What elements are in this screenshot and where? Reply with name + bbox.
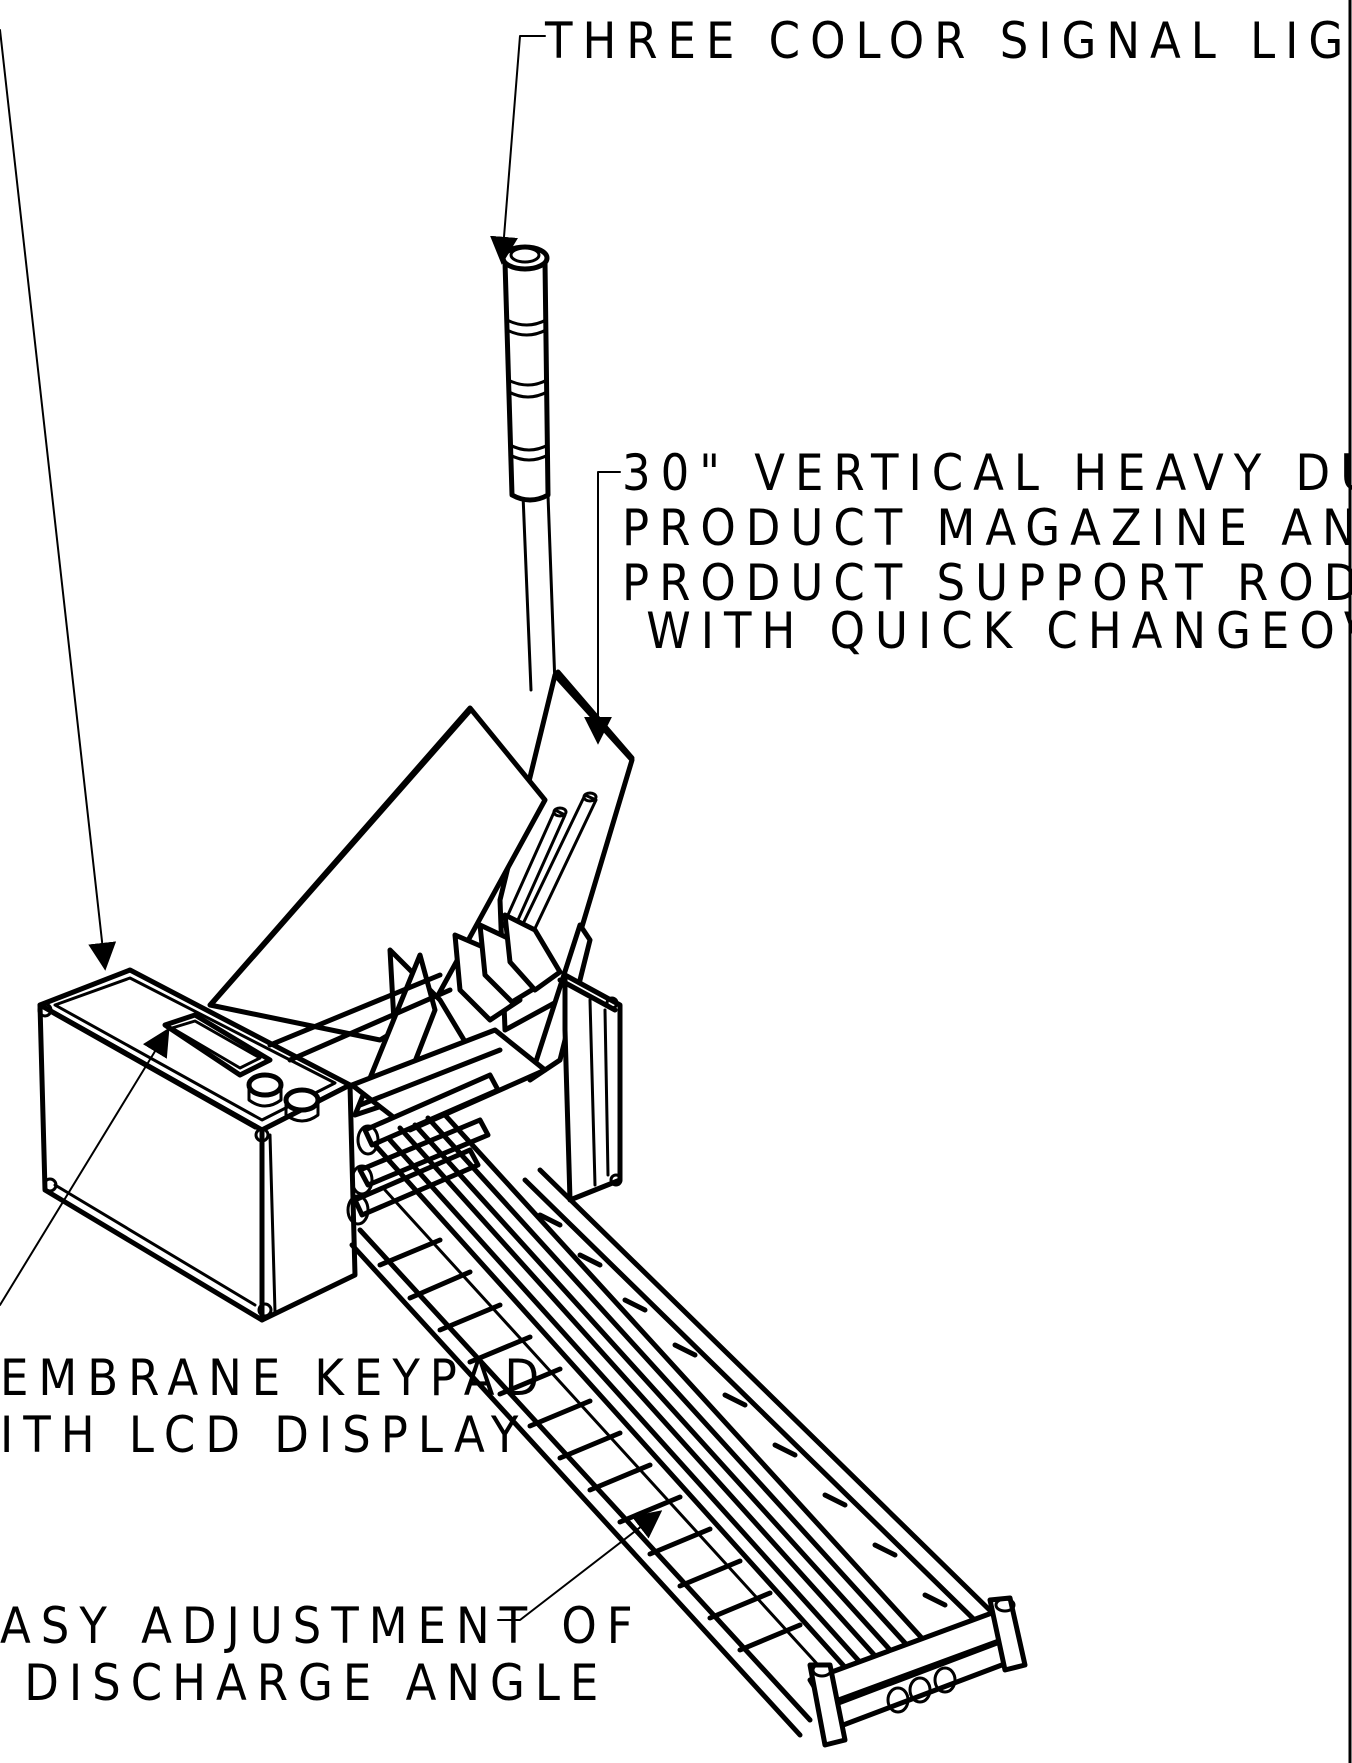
discharge-conveyor (349, 1112, 1028, 1748)
callout-magazine-line-1: 30" VERTICAL HEAVY DUTY (622, 444, 1352, 502)
callout-keypad: EMBRANE KEYPAD ITH LCD DISPLAY (0, 1349, 549, 1464)
callout-signal-light: THREE COLOR SIGNAL LIGHT (544, 12, 1352, 70)
callout-discharge-line-2: DISCHARGE ANGLE (0, 1654, 608, 1712)
callout-keypad-line-2: ITH LCD DISPLAY (0, 1406, 528, 1464)
callout-discharge-line-1: ASY ADJUSTMENT OF (0, 1597, 643, 1655)
callout-keypad-line-1: EMBRANE KEYPAD (0, 1349, 549, 1407)
signal-light-tower (500, 244, 557, 692)
control-enclosure (37, 967, 453, 1323)
rear-enclosure (557, 972, 623, 1203)
callout-magazine-line-2: PRODUCT MAGAZINE AND (622, 499, 1352, 557)
callout-magazine-line-3: PRODUCT SUPPORT RODS (622, 554, 1352, 612)
callout-magazine: 30" VERTICAL HEAVY DUTY PRODUCT MAGAZINE… (622, 444, 1352, 660)
product-magazine (207, 669, 635, 1118)
callout-discharge: ASY ADJUSTMENT OF DISCHARGE ANGLE (0, 1597, 643, 1712)
leader-lines (0, 29, 663, 1621)
callout-magazine-line-4: WITH QUICK CHANGEOVER (622, 602, 1352, 660)
